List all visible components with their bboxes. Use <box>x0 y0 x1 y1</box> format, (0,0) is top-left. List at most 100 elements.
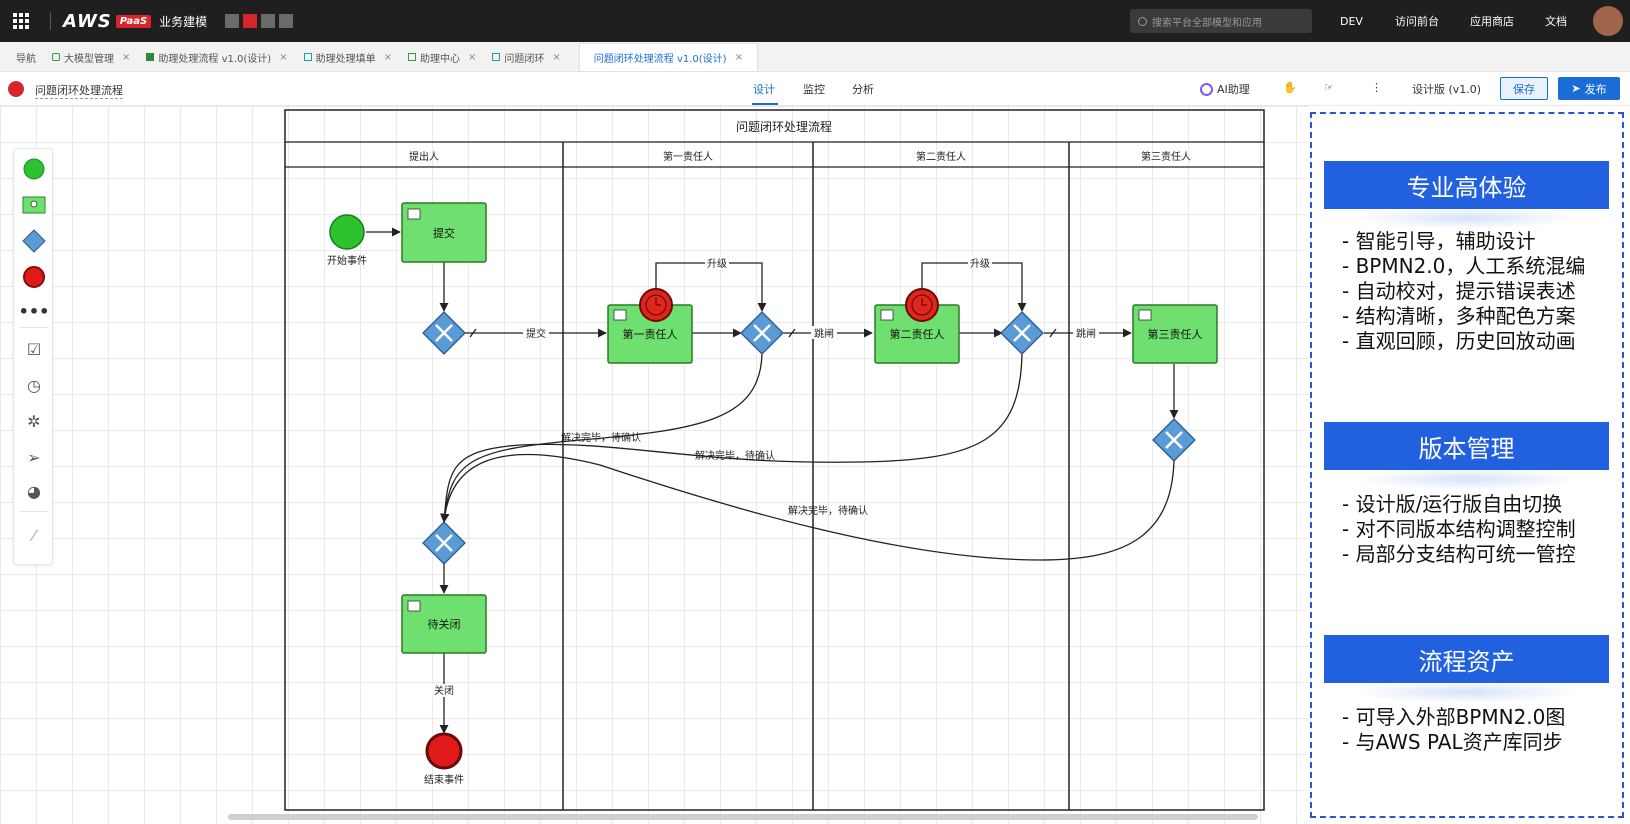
more-icon[interactable]: ⋮ <box>1371 81 1382 94</box>
flow-resolved2[interactable] <box>440 353 1023 523</box>
search-input[interactable]: 搜索平台全部模型和应用 <box>1130 9 1312 33</box>
tab-monitor[interactable]: 监控 <box>803 83 825 96</box>
hand-icon[interactable]: ✋ <box>1283 81 1297 94</box>
section-shadow <box>1352 468 1582 490</box>
tab-nav[interactable]: 导航 <box>0 43 44 71</box>
checklist-icon[interactable]: ☑ <box>26 339 42 359</box>
horizontal-scrollbar[interactable] <box>228 814 1258 820</box>
task-pending-close[interactable]: 待关闭 <box>401 594 487 654</box>
swatch[interactable] <box>279 14 294 28</box>
flow-resolved1[interactable] <box>440 353 763 523</box>
user-icon <box>613 309 627 321</box>
timer-event-1[interactable] <box>639 288 673 322</box>
process-type-icon <box>8 81 24 97</box>
pool[interactable]: 问题闭环处理流程 提出人 第一责任人 第二责任人 第三责任人 <box>284 109 1265 811</box>
tab-label: 问题闭环处理流程 v1.0(设计) <box>593 54 727 65</box>
default-flow-markers <box>469 328 1057 338</box>
close-icon[interactable]: × <box>279 51 288 63</box>
task-first[interactable]: 第一责任人 <box>607 304 693 364</box>
swatch[interactable] <box>243 14 258 28</box>
tab-issue-process[interactable]: 问题闭环处理流程 v1.0(设计) × <box>578 43 758 71</box>
section-title: 流程资产 <box>1324 635 1609 683</box>
user-task-shape[interactable] <box>22 193 46 217</box>
design-canvas[interactable] <box>0 106 1308 824</box>
app-grid-icon[interactable] <box>0 0 42 42</box>
version-select[interactable]: 设计版 (v1.0) <box>1412 83 1482 96</box>
close-icon[interactable]: × <box>552 51 561 63</box>
feature-item: - 局部分支结构可统一管控 <box>1342 542 1576 566</box>
feature-item: - 自动校对，提示错误表述 <box>1342 279 1576 303</box>
dev-link[interactable]: DEV <box>1340 14 1363 28</box>
end-event-icon <box>23 266 45 288</box>
divider <box>20 511 48 512</box>
gateway-5[interactable] <box>422 521 466 565</box>
avatar[interactable] <box>1593 6 1623 36</box>
flow-resolved3[interactable] <box>440 453 1175 561</box>
close-icon[interactable]: × <box>383 51 392 63</box>
start-event[interactable]: 开始事件 <box>327 214 367 267</box>
close-icon[interactable]: × <box>734 52 743 63</box>
tab-assist-form[interactable]: 助理处理填单× <box>296 43 400 71</box>
docs-link[interactable]: 文档 <box>1545 15 1567 28</box>
task-second[interactable]: 第二责任人 <box>874 304 960 364</box>
tab-analysis[interactable]: 分析 <box>852 83 874 96</box>
publish-button[interactable]: ➤ 发布 <box>1558 77 1620 100</box>
start-event-shape[interactable] <box>22 157 46 181</box>
gateway-2[interactable] <box>740 311 784 355</box>
frontend-link[interactable]: 访问前台 <box>1395 15 1439 28</box>
section-shadow <box>1352 681 1582 703</box>
close-icon[interactable]: × <box>467 51 477 63</box>
history-icon[interactable]: ◷ <box>27 375 41 395</box>
guide-icon[interactable]: ☞ <box>1324 81 1334 94</box>
end-event-shape[interactable] <box>22 265 46 289</box>
end-event[interactable]: 结束事件 <box>424 732 464 786</box>
swatch[interactable] <box>225 14 240 28</box>
node-label: 提交 <box>433 226 455 240</box>
task-third[interactable]: 第三责任人 <box>1132 304 1218 364</box>
timer-event-2[interactable] <box>905 288 939 322</box>
tab-assist-center[interactable]: 助理中心× <box>400 43 484 71</box>
tab-issue-loop[interactable]: 问题闭环× <box>484 43 568 71</box>
bug-icon[interactable]: ✲ <box>27 411 41 431</box>
save-button[interactable]: 保存 <box>1500 77 1548 100</box>
edge-label[interactable]: 升级 <box>707 258 727 270</box>
section-title: 专业高体验 <box>1324 161 1609 209</box>
gateway-3[interactable] <box>1000 311 1044 355</box>
edge-label[interactable]: 跳闸 <box>1076 327 1096 340</box>
edge-label[interactable]: 关闭 <box>434 684 454 697</box>
app-store-link[interactable]: 应用商店 <box>1470 15 1514 28</box>
more-shapes-icon[interactable]: ••• <box>18 301 50 321</box>
top-bar: AWS PaaS 业务建模 <box>0 0 1630 42</box>
tab-assist-process[interactable]: 助理处理流程 v1.0(设计) × <box>138 43 295 71</box>
close-icon[interactable]: × <box>122 51 131 63</box>
process-title[interactable]: 问题闭环处理流程 <box>35 84 123 99</box>
feature-item: - BPMN2.0，人工系统混编 <box>1342 254 1586 278</box>
tab-design[interactable]: 设计 <box>753 83 775 96</box>
exclusive-gateways <box>422 311 1196 565</box>
edge-label[interactable]: 解决完毕，待确认 <box>561 431 641 444</box>
edge-label[interactable]: 提交 <box>526 327 546 340</box>
app-name[interactable]: 业务建模 <box>159 14 208 29</box>
edge-labels: 提交 升级 升级 跳闸 跳闸 解决完毕，待确认 解决完毕，待确认 解决完毕，待确… <box>430 257 1099 697</box>
navigate-icon[interactable]: ➢ <box>27 447 41 467</box>
edge-label[interactable]: 解决完毕，待确认 <box>695 449 775 462</box>
pool-title: 问题闭环处理流程 <box>736 119 832 134</box>
feature-item: - 可导入外部BPMN2.0图 <box>1342 705 1566 729</box>
task-submit[interactable]: 提交 <box>401 202 487 263</box>
section-title: 版本管理 <box>1324 422 1609 470</box>
gateway-4[interactable] <box>1152 418 1196 462</box>
feature-panel: 专业高体验 - 智能引导，辅助设计 - BPMN2.0，人工系统混编 - 自动校… <box>1310 112 1624 818</box>
edge-label[interactable]: 升级 <box>970 258 990 270</box>
swatch[interactable] <box>261 14 276 28</box>
palette-color-icon[interactable]: ◕ <box>27 481 41 501</box>
tab-model-mgmt[interactable]: 大模型管理× <box>44 43 138 71</box>
gateway-1[interactable] <box>422 311 466 355</box>
edge-label[interactable]: 解决完毕，待确认 <box>788 504 868 517</box>
designer-toolbar: 问题闭环处理流程 设计 监控 分析 AI助理 ✋ ☞ ⋮ 设计版 (v1.0) … <box>0 72 1630 106</box>
magic-wand-icon[interactable]: ⁄ <box>32 525 36 545</box>
gateway-shape[interactable] <box>22 229 46 253</box>
ai-assistant-button[interactable]: AI助理 <box>1200 81 1250 97</box>
edge-label[interactable]: 跳闸 <box>814 327 834 340</box>
logo[interactable]: AWS PaaS <box>63 11 152 32</box>
tab-label: 助理处理流程 v1.0(设计) <box>158 53 272 65</box>
